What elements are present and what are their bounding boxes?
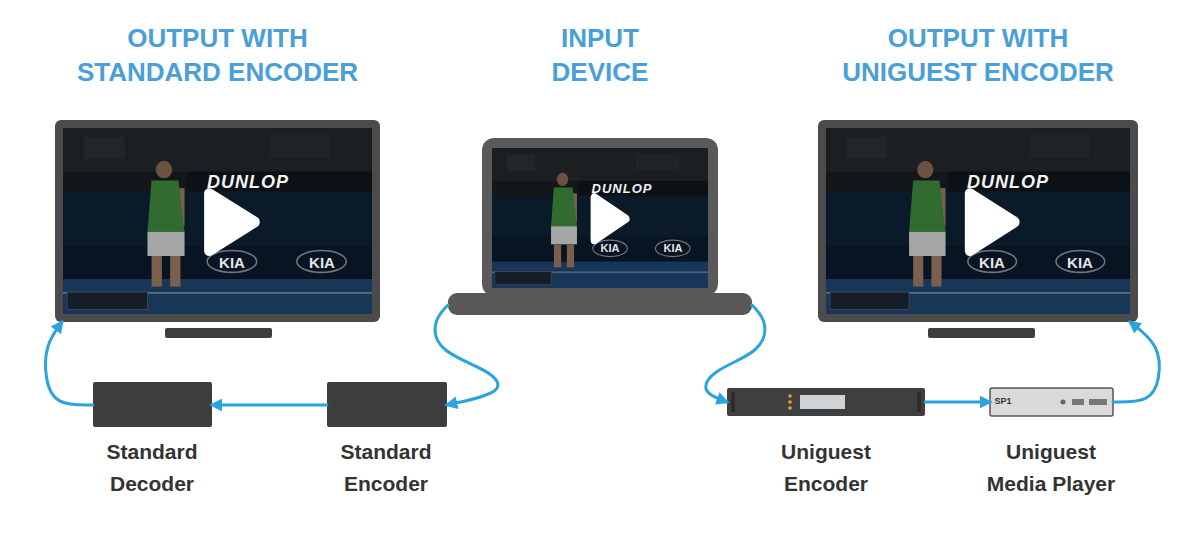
signal-arrow xyxy=(706,305,765,402)
signal-arrow xyxy=(925,401,990,404)
rack-ear xyxy=(917,392,921,412)
decoder-device xyxy=(93,382,212,427)
port xyxy=(1061,400,1066,405)
video-frame xyxy=(492,148,708,288)
sponsor-logo: KIA xyxy=(309,254,335,271)
front-display xyxy=(800,395,845,409)
device-label: Uniguest Media Player xyxy=(976,436,1126,500)
signal-arrow xyxy=(212,404,327,407)
device-label: Uniguest Encoder xyxy=(756,436,896,500)
video-frame xyxy=(826,128,1130,314)
laptop-screen-frame xyxy=(482,138,718,296)
status-led xyxy=(788,394,792,398)
monitor-frame xyxy=(818,120,1138,322)
sponsor-banner: DUNLOP xyxy=(207,172,289,193)
sponsor-logo: KIA xyxy=(664,242,683,254)
device-label: Standard Encoder xyxy=(316,436,456,500)
video-frame xyxy=(63,128,372,314)
heading-text: OUTPUT WITH STANDARD ENCODER xyxy=(58,21,378,89)
monitor-node: OUTPUT WITH UNIGUEST ENCODER xyxy=(818,18,1138,322)
port xyxy=(1072,399,1084,405)
sponsor-banner: DUNLOP xyxy=(967,172,1049,193)
sponsor-logo: KIA xyxy=(979,254,1005,271)
sponsor-logo: KIA xyxy=(1067,254,1093,271)
encoder-device xyxy=(327,382,447,427)
rack-ear xyxy=(731,392,735,412)
status-led xyxy=(788,400,792,404)
device-label: Standard Decoder xyxy=(82,436,222,500)
monitor-frame xyxy=(55,120,380,322)
device-marking: SP1 xyxy=(994,396,1011,406)
status-led xyxy=(788,406,792,410)
signal-arrow xyxy=(1113,322,1159,402)
rack-encoder xyxy=(727,388,925,416)
monitor-node: OUTPUT WITH STANDARD ENCODER xyxy=(55,18,380,322)
monitor-stand xyxy=(928,328,1035,338)
media-player-device xyxy=(990,388,1113,416)
device-node: Standard Decoder xyxy=(72,382,232,500)
laptop-base xyxy=(448,293,752,315)
port xyxy=(1089,399,1107,405)
heading-text: INPUT DEVICE xyxy=(515,21,685,89)
monitor-stand xyxy=(165,328,272,338)
sponsor-logo: KIA xyxy=(219,254,245,271)
sponsor-banner: DUNLOP xyxy=(592,181,653,196)
device-node: Standard Encoder xyxy=(306,382,466,500)
device-node: Uniguest Encoder xyxy=(727,388,925,500)
sponsor-logo: KIA xyxy=(601,242,620,254)
heading-text: OUTPUT WITH UNIGUEST ENCODER xyxy=(818,21,1138,89)
signal-arrow xyxy=(46,322,93,405)
laptop-node: INPUT DEVICE xyxy=(448,18,752,318)
signal-arrow xyxy=(435,305,498,405)
